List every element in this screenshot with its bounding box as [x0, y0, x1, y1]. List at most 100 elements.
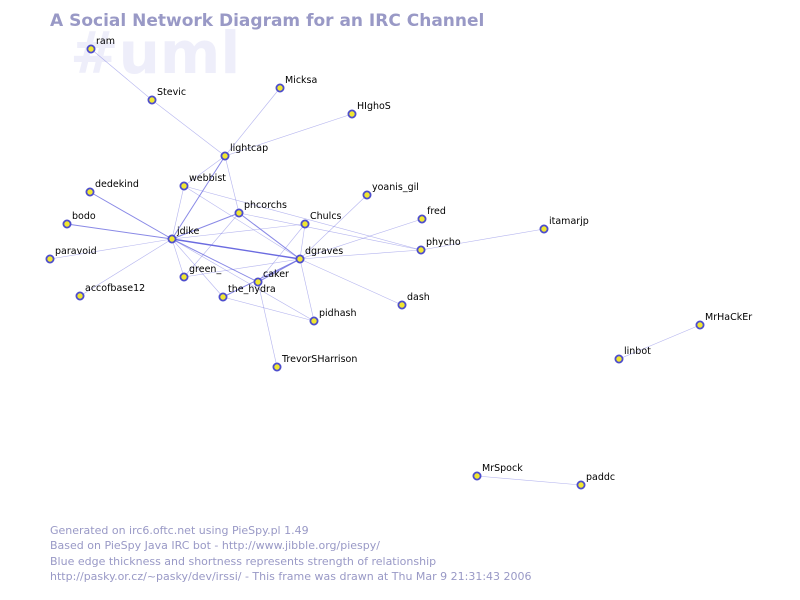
node-marker — [300, 219, 310, 229]
edge-itamarjp-phycho — [420, 228, 545, 251]
edge-jdike-dgraves — [171, 238, 301, 260]
node-label: dgraves — [305, 246, 343, 257]
node-marker — [275, 83, 285, 93]
edge-jdike-Chulcs — [171, 223, 306, 240]
node-marker — [362, 190, 372, 200]
node-marker — [417, 214, 427, 224]
edge-phcorchs-phycho — [238, 212, 422, 251]
node-TrevorSHarrison: TrevorSHarrison — [272, 354, 357, 372]
edge-MrHaCkEr-linbot — [618, 324, 701, 360]
node-label: caker — [263, 269, 289, 280]
edge-Stevic-lightcap — [151, 99, 226, 157]
edge-caker-TrevorSHarrison — [257, 281, 278, 368]
node-MrSpock: MrSpock — [472, 463, 523, 481]
node-label: lightcap — [230, 143, 268, 154]
node-label: yoanis_gil — [372, 182, 419, 193]
node-label: TrevorSHarrison — [281, 354, 357, 365]
edge-webbist-jdike — [171, 185, 185, 240]
node-marker — [218, 292, 228, 302]
edge-jdike-the_hydra — [171, 238, 224, 298]
edge-dgraves-dash — [299, 258, 403, 306]
footer-notes: Generated on irc6.oftc.net using PieSpy.… — [50, 523, 532, 584]
node-marker — [416, 245, 426, 255]
edge-dgraves-green_ — [183, 258, 301, 278]
node-Micksa: Micksa — [275, 75, 317, 93]
edge-jdike-caker — [171, 238, 259, 283]
node-paravoid: paravoid — [45, 246, 97, 264]
node-marker — [75, 291, 85, 301]
footer-line: Blue edge thickness and shortness repres… — [50, 554, 437, 568]
node-phcorchs: phcorchs — [234, 200, 287, 218]
node-marker — [695, 320, 705, 330]
node-dgraves: dgraves — [295, 246, 343, 264]
node-label: HIghoS — [357, 101, 391, 112]
footer-line: Generated on irc6.oftc.net using PieSpy.… — [50, 524, 309, 537]
node-phycho: phycho — [416, 237, 461, 255]
edge-MrSpock-paddc — [476, 475, 582, 486]
node-fred: fred — [417, 206, 446, 224]
node-linbot: linbot — [614, 346, 651, 364]
node-dash: dash — [397, 292, 430, 310]
node-yoanis_gil: yoanis_gil — [362, 182, 419, 200]
node-paddc: paddc — [576, 472, 615, 490]
channel-watermark: #uml — [70, 19, 241, 87]
footer-line: http://pasky.or.cz/~pasky/dev/irssi/ - T… — [50, 569, 532, 583]
node-marker — [85, 187, 95, 197]
edge-webbist-dgraves — [183, 185, 301, 260]
node-green_: green_ — [179, 264, 221, 282]
edge-phcorchs-green_ — [183, 212, 240, 278]
node-marker — [614, 354, 624, 364]
node-label: dash — [407, 292, 430, 303]
edge-ram-Stevic — [90, 48, 153, 101]
edge-webbist-phycho — [183, 185, 422, 251]
edge-yoanis_gil-dgraves — [299, 194, 368, 260]
node-caker: caker — [253, 269, 289, 287]
node-label: paddc — [586, 472, 615, 483]
node-ram: ram — [86, 36, 115, 54]
edge-HIghoS-lightcap — [224, 113, 353, 157]
node-label: ram — [96, 36, 115, 47]
node-dedekind: dedekind — [85, 179, 139, 197]
node-marker — [347, 109, 357, 119]
edge-dedekind-jdike — [89, 191, 173, 240]
node-label: the_hydra — [228, 284, 276, 295]
node-marker — [62, 219, 72, 229]
edge-dgraves-phycho — [299, 249, 422, 260]
node-label: Stevic — [157, 87, 186, 98]
node-label: itamarjp — [549, 216, 589, 227]
node-marker — [86, 44, 96, 54]
node-marker — [295, 254, 305, 264]
edge-the_hydra-pidhash — [222, 296, 315, 322]
edge-jdike-phcorchs — [171, 212, 240, 240]
footer-line: Based on PieSpy Java IRC bot - http://ww… — [50, 539, 380, 553]
edge-dgraves-the_hydra — [222, 258, 301, 298]
node-label: linbot — [624, 346, 651, 357]
edge-Micksa-lightcap — [224, 87, 281, 157]
node-label: pidhash — [319, 308, 357, 319]
node-pidhash: pidhash — [309, 308, 357, 326]
node-marker — [220, 151, 230, 161]
node-the_hydra: the_hydra — [218, 284, 276, 302]
node-Chulcs: Chulcs — [300, 211, 342, 229]
edge-phcorchs-dgraves — [238, 212, 301, 260]
node-label: MrSpock — [482, 463, 523, 474]
node-label: paravoid — [55, 246, 97, 257]
node-Stevic: Stevic — [147, 87, 186, 105]
node-label: bodo — [72, 211, 96, 222]
node-marker — [167, 234, 177, 244]
node-webbist: webbist — [179, 173, 226, 191]
edge-jdike-pidhash — [171, 238, 315, 322]
node-label: phcorchs — [244, 200, 287, 211]
node-marker — [179, 272, 189, 282]
node-lightcap: lightcap — [220, 143, 268, 161]
edge-Chulcs-dgraves — [299, 223, 306, 260]
node-marker — [234, 208, 244, 218]
edge-lightcap-phcorchs — [224, 155, 240, 214]
node-marker — [539, 224, 549, 234]
node-marker — [253, 277, 263, 287]
edge-jdike-green_ — [171, 238, 185, 278]
node-label: phycho — [426, 237, 461, 248]
diagram-title: A Social Network Diagram for an IRC Chan… — [50, 11, 485, 31]
